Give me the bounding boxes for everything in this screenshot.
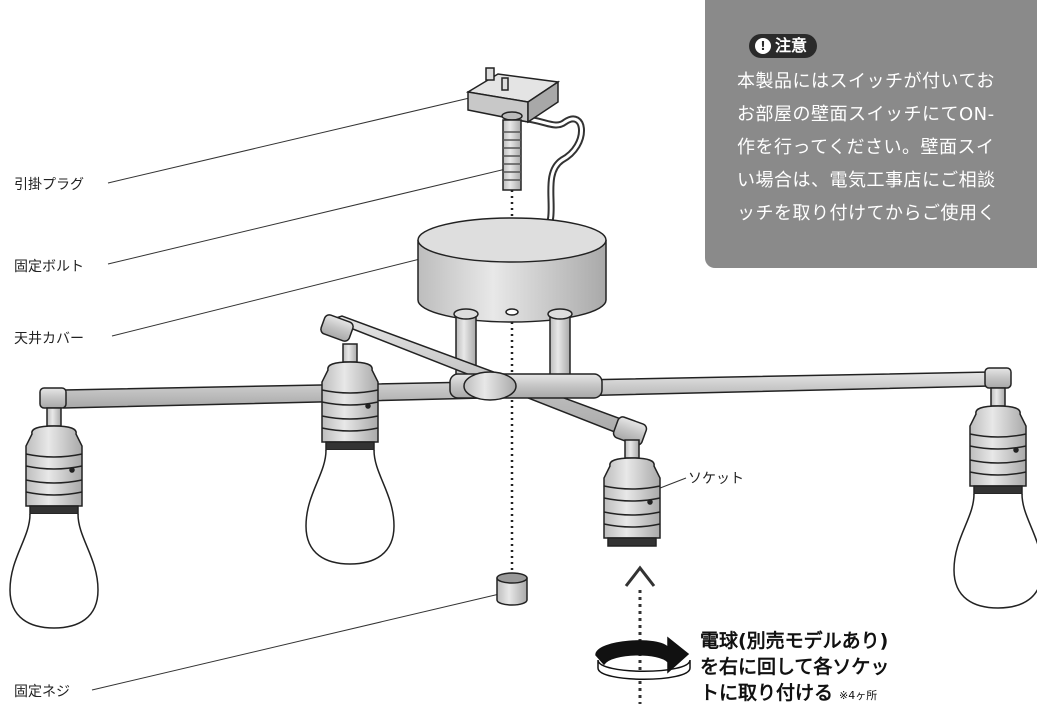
ceiling-cover: [417, 217, 607, 323]
fixing-bolt: [502, 119, 522, 191]
instruction-line-3-wrap: トに取り付ける ※4ヶ所: [700, 678, 877, 705]
leader-ceiling-cover: [111, 251, 449, 337]
label-ceiling-cover: 天井カバー: [14, 331, 84, 347]
label-fixing-screw: 固定ネジ: [14, 684, 70, 700]
socket-left: [9, 407, 99, 629]
rotate-right-arrow: [595, 636, 691, 680]
leader-lines: [91, 95, 687, 691]
label-socket: ソケット: [688, 471, 744, 487]
leader-fixing-screw: [91, 591, 509, 691]
caution-line-1: 本製品にはスイッチが付いてお: [737, 71, 995, 92]
instruction-line-3: トに取り付ける: [700, 682, 834, 704]
caution-line-3: 作を行ってください。壁面スイ: [737, 137, 995, 158]
caution-box: ! 注意 本製品にはスイッチが付いてお お部屋の壁面スイッチにてON- 作を行っ…: [705, 0, 1037, 268]
socket-center-left: [305, 343, 395, 565]
caution-title-text: 注意: [775, 36, 808, 55]
instruction-line-2: を右に回して各ソケッ: [700, 656, 890, 678]
socket-front: [603, 439, 661, 547]
socket-right: [953, 387, 1037, 609]
leader-hook-plug: [107, 95, 479, 184]
label-fixing-bolt: 固定ボルト: [14, 259, 84, 275]
caution-title: ! 注意: [749, 34, 818, 58]
instruction-note: ※4ヶ所: [839, 689, 878, 702]
caution-line-5: ッチを取り付けてからご使用く: [737, 203, 996, 224]
install-direction-arrow: [624, 565, 656, 704]
hook-plug: [465, 67, 561, 124]
center-joint: [449, 371, 603, 401]
label-hook-plug: 引掛プラグ: [14, 177, 84, 193]
exclamation-icon: !: [755, 38, 771, 54]
caution-line-2: お部屋の壁面スイッチにてON-: [737, 104, 995, 125]
instruction-line-1: 電球(別売モデルあり): [700, 630, 889, 652]
leader-fixing-bolt: [107, 167, 511, 265]
fixing-screw: [496, 572, 528, 606]
caution-line-4: い場合は、電気工事店にご相談: [737, 170, 996, 191]
